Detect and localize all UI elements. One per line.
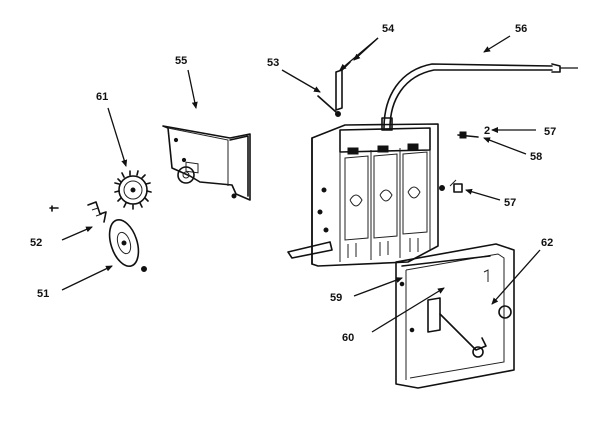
label-56: 56 — [515, 23, 527, 35]
label-51: 51 — [37, 288, 49, 300]
gear-61 — [114, 170, 152, 210]
label-57-top: 57 — [544, 126, 556, 138]
label-61: 61 — [96, 91, 108, 103]
rod-59 — [401, 255, 491, 267]
label-2: 2 — [484, 125, 490, 137]
switch-housing — [287, 123, 445, 267]
label-53: 53 — [267, 57, 279, 69]
cable-56 — [381, 63, 578, 131]
label-60: 60 — [342, 332, 354, 344]
label-59: 59 — [330, 292, 342, 304]
label-55: 55 — [175, 55, 187, 67]
screw-58 — [457, 131, 479, 139]
label-58: 58 — [530, 151, 542, 163]
screw-53 — [317, 95, 341, 117]
clip-52 — [49, 201, 107, 223]
bracket-55 — [162, 125, 251, 201]
shaft-54 — [335, 61, 351, 111]
label-52: 52 — [30, 237, 42, 249]
label-62: 62 — [541, 237, 553, 249]
label-57-bottom: 57 — [504, 197, 516, 209]
part-labels: 61 52 51 53 54 55 56 2 57 58 57 59 60 62 — [30, 23, 556, 344]
cover-plate-62 — [395, 243, 515, 389]
leader-lines — [61, 35, 541, 333]
wheel-51 — [108, 219, 147, 272]
label-54: 54 — [382, 23, 395, 35]
nut-57 — [449, 179, 463, 193]
